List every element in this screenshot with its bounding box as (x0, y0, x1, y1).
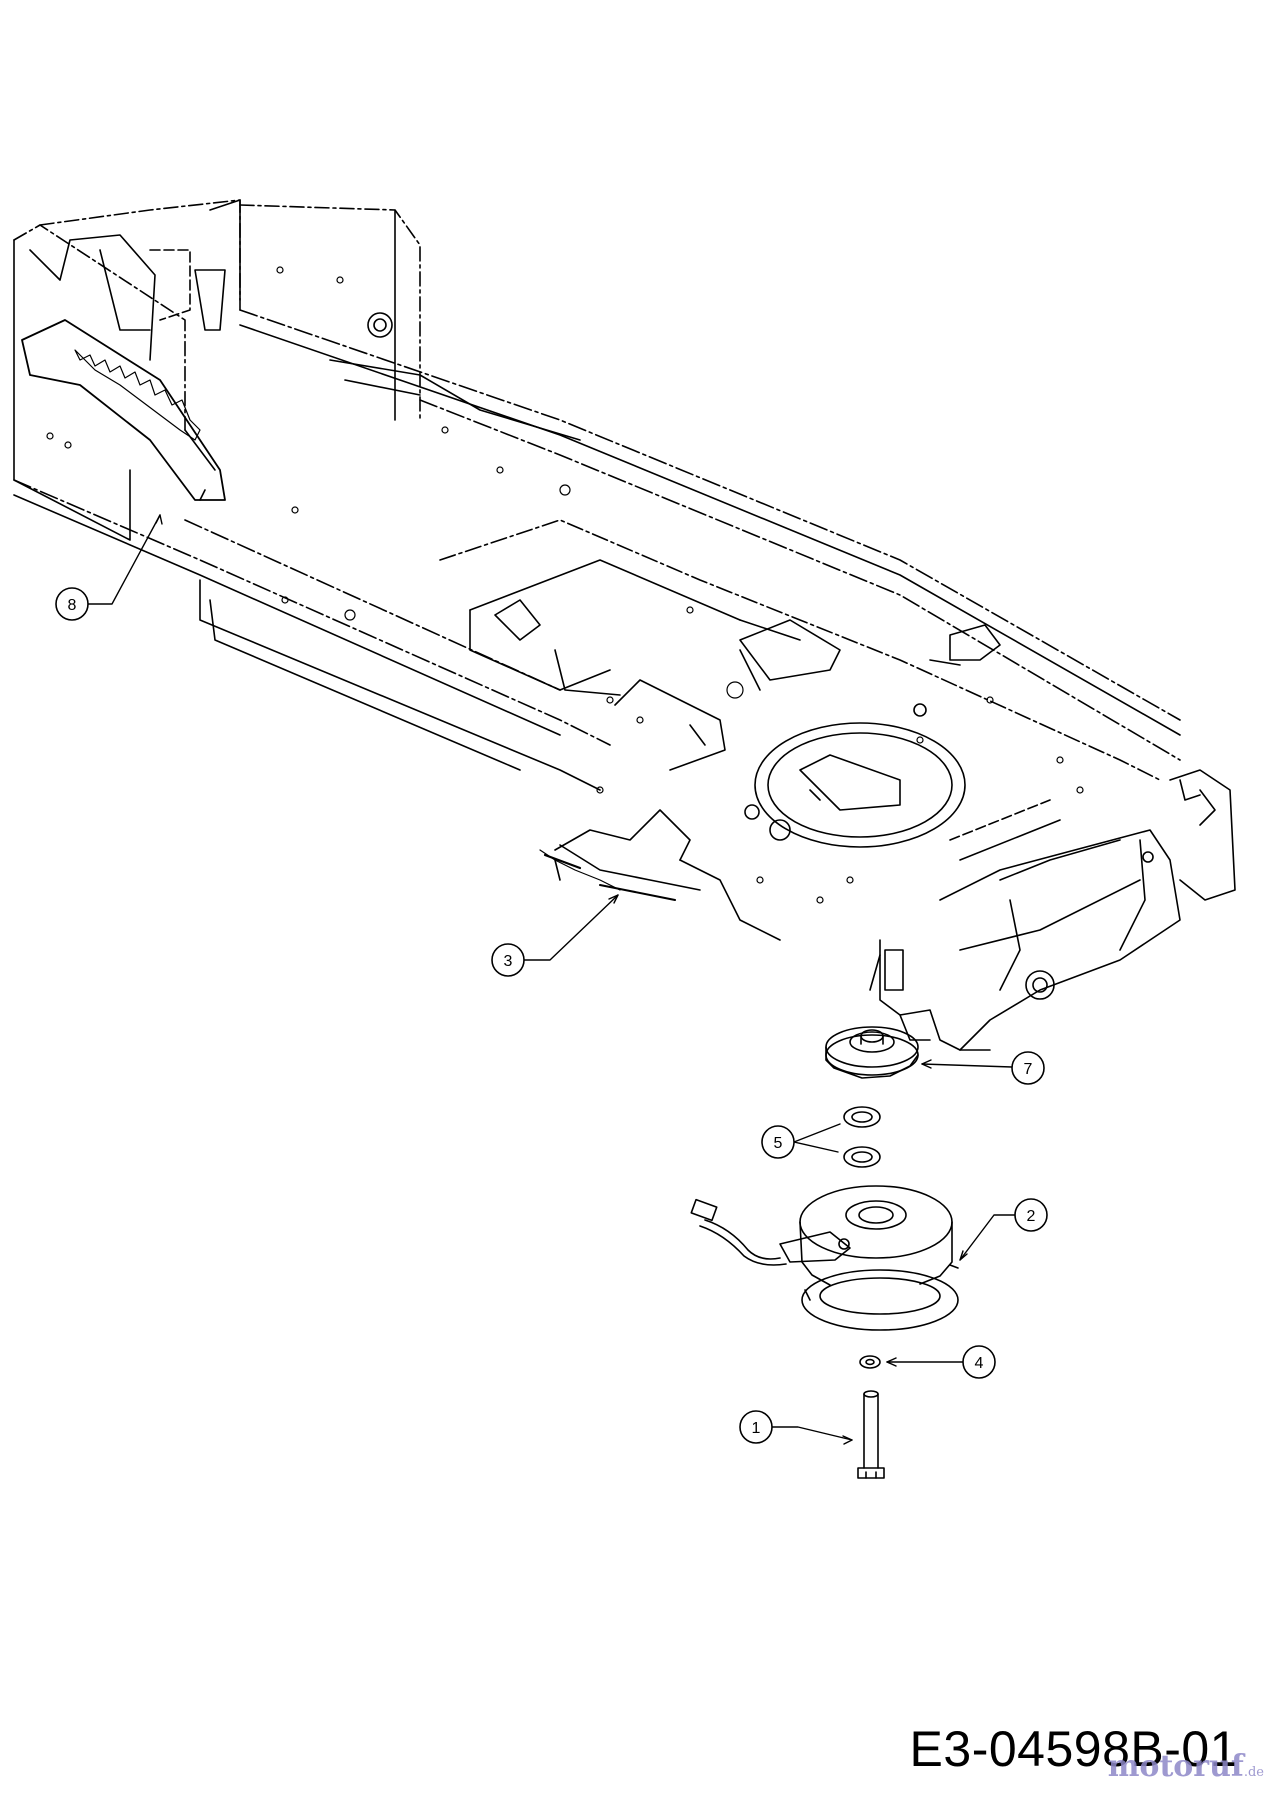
callout-3: 3 (491, 943, 525, 977)
drawing-code: E3-04598B-01 (909, 1721, 1238, 1777)
svg-text:1: 1 (752, 1420, 761, 1437)
svg-text:5: 5 (774, 1135, 783, 1152)
part-3-cable-tie (543, 853, 582, 870)
part-5-spacer-washers (843, 1106, 881, 1168)
callout-1: 1 (739, 1410, 773, 1444)
callout-2: 2 (1014, 1198, 1048, 1232)
watermark-suffix: .de (1243, 1765, 1264, 1780)
svg-text:4: 4 (975, 1355, 984, 1372)
part-2-pto-clutch (690, 1185, 959, 1331)
part-7-pulley (825, 1026, 919, 1079)
callout-5: 5 (761, 1125, 795, 1159)
part-1-bolt (857, 1390, 885, 1479)
callout-4: 4 (962, 1345, 996, 1379)
part-8-height-adjust-plate (21, 319, 226, 501)
callout-7: 7 (1011, 1051, 1045, 1085)
watermark-logo: motoruf.de (1108, 1749, 1264, 1784)
svg-text:3: 3 (504, 953, 513, 970)
svg-text:2: 2 (1027, 1208, 1036, 1225)
watermark-brand: motoruf (1107, 1749, 1244, 1784)
svg-text:7: 7 (1024, 1061, 1033, 1078)
leader-lines (87, 514, 1016, 1445)
frame-chassis (13, 199, 1236, 1051)
part-4-washer (859, 1355, 881, 1369)
svg-text:8: 8 (68, 597, 77, 614)
callout-8: 8 (55, 587, 89, 621)
